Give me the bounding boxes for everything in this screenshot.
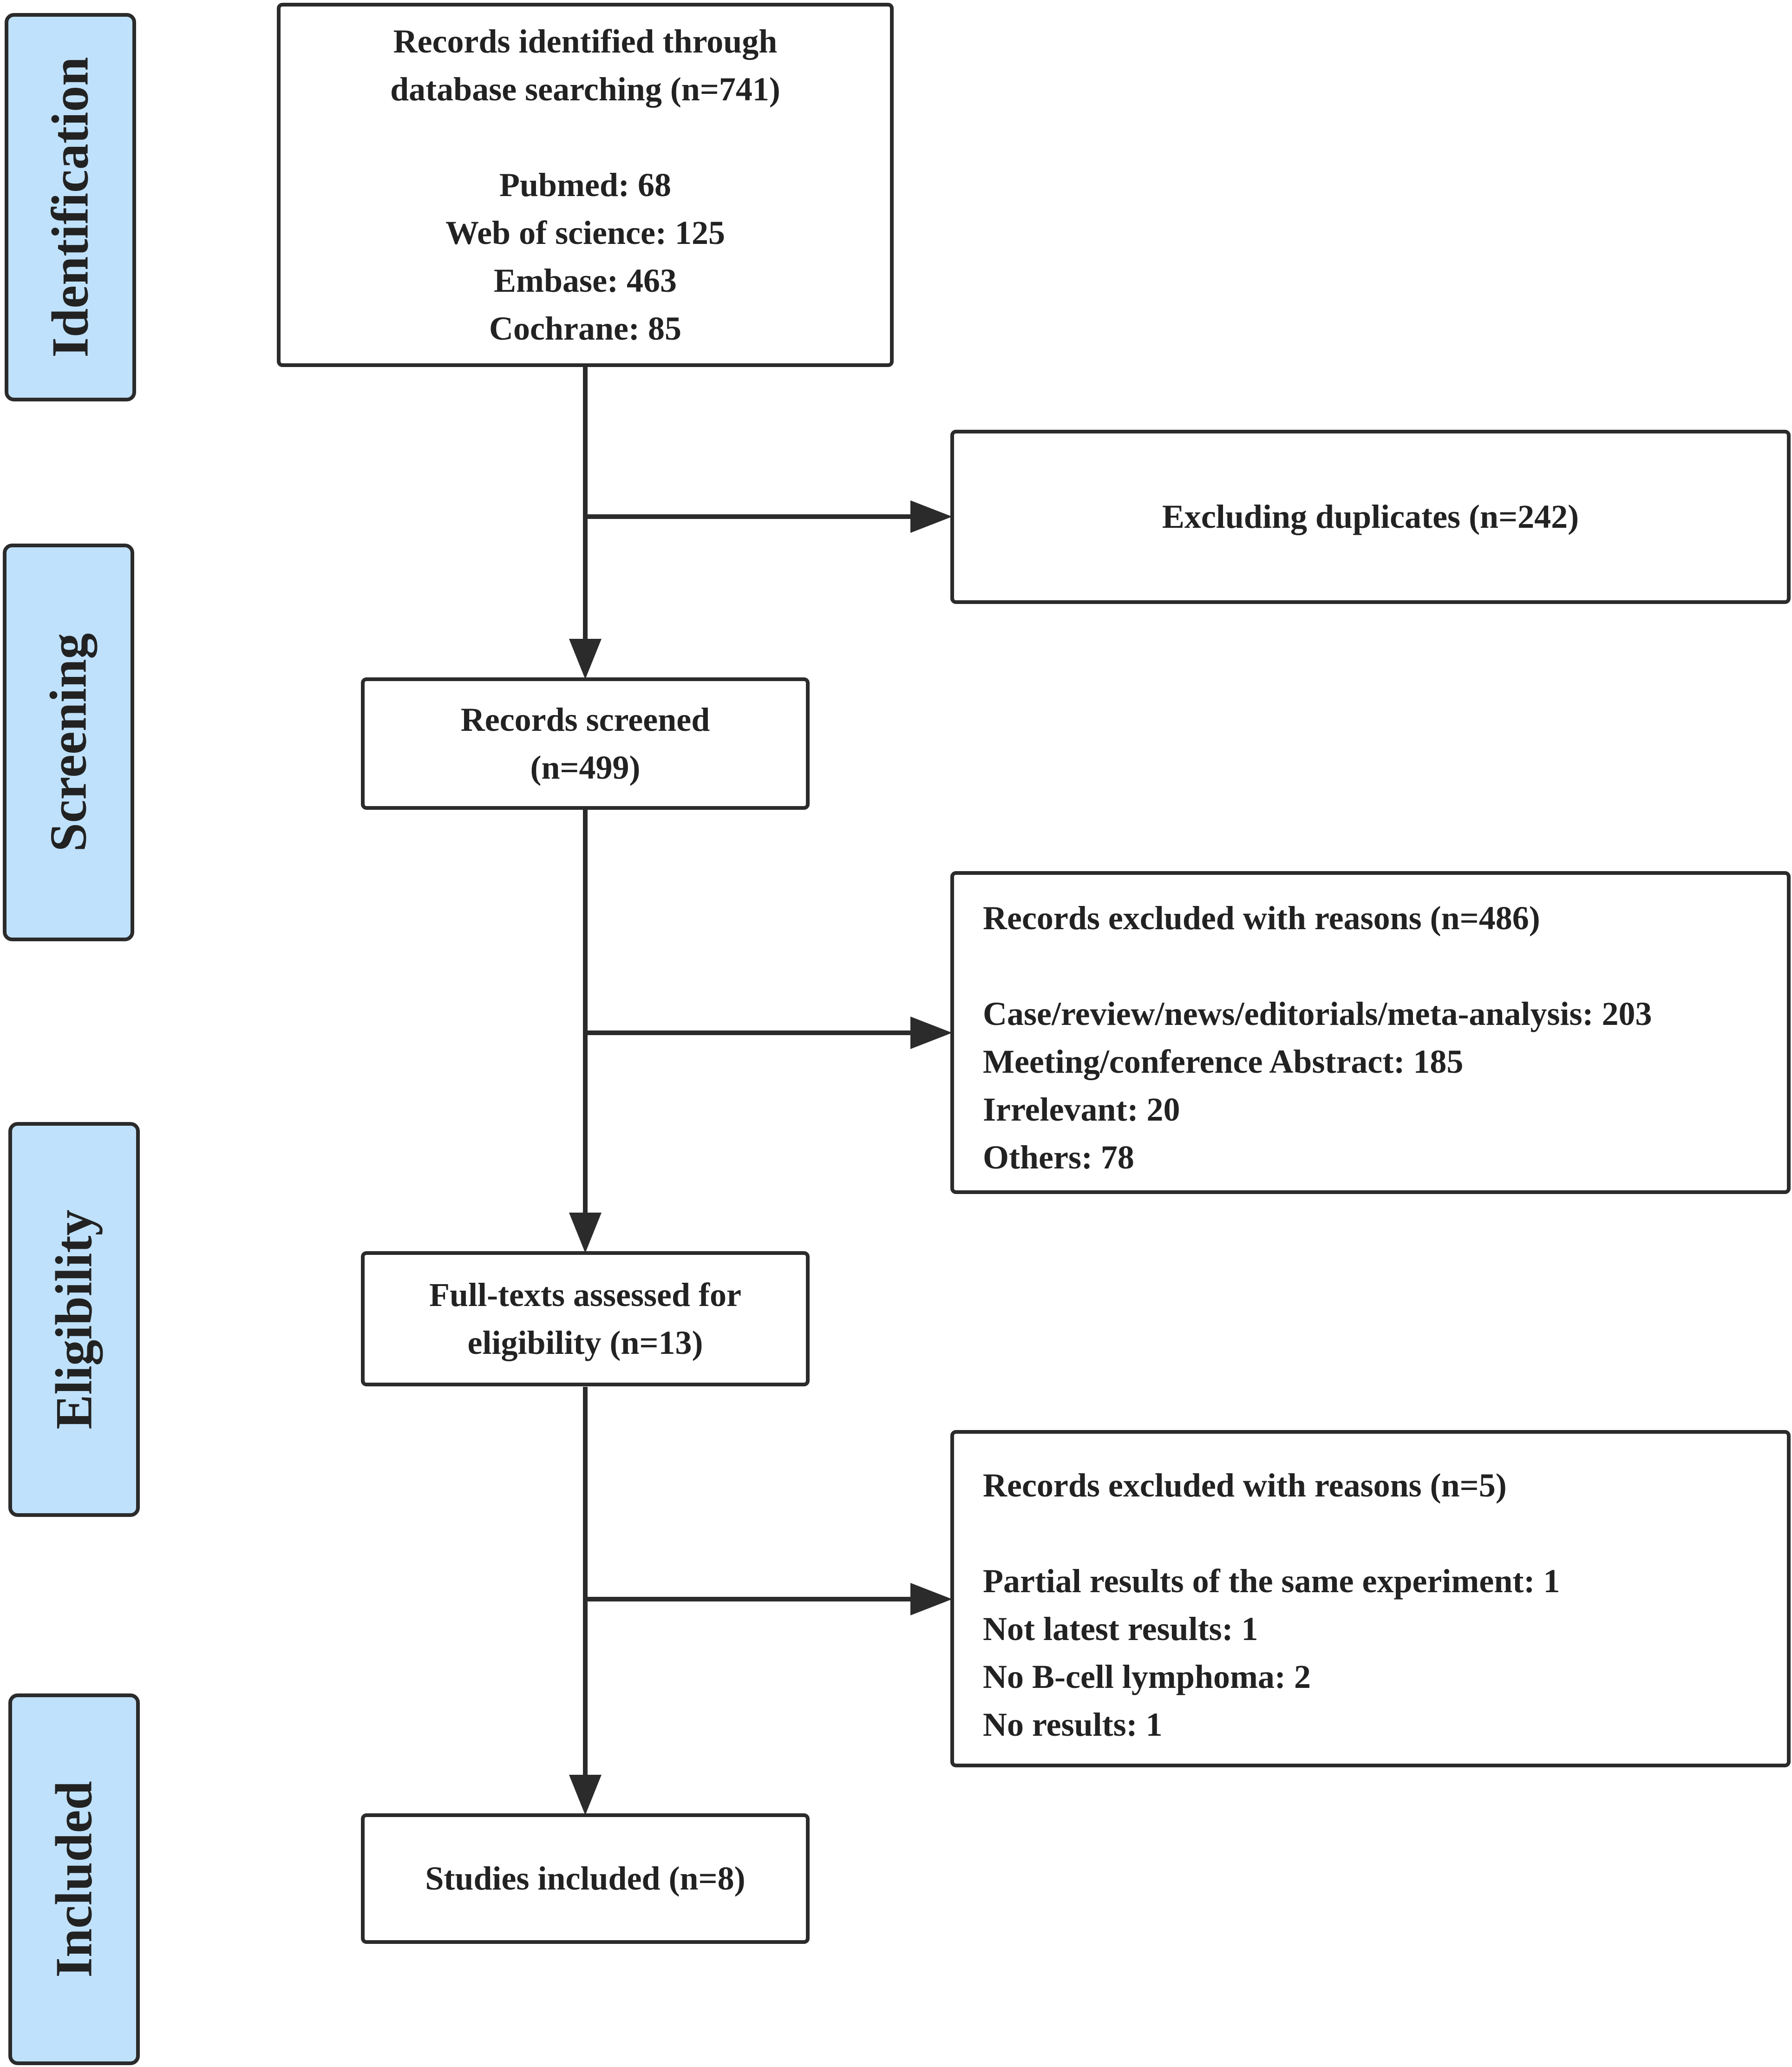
records-screened-line2: (n=499) xyxy=(530,748,641,786)
source-pubmed: Pubmed: 68 xyxy=(499,166,672,203)
stage-eligibility-label: Eligibility xyxy=(45,1209,103,1430)
fulltext-assessed-line2: eligibility (n=13) xyxy=(467,1324,703,1361)
arrowhead-to-fulltext xyxy=(569,1213,602,1253)
fulltext-assessed-box: Full-texts assessed for eligibility (n=1… xyxy=(361,1251,810,1386)
stage-included-tab: Included xyxy=(8,1693,140,2065)
excluded-screening-heading: Records excluded with reasons (n=486) xyxy=(983,899,1540,937)
records-screened-box: Records screened (n=499) xyxy=(361,677,810,810)
excluded-eligibility-reason: No results: 1 xyxy=(983,1706,1163,1743)
source-cochrane: Cochrane: 85 xyxy=(489,309,681,347)
studies-included-label: Studies included (n=8) xyxy=(425,1860,746,1897)
stage-identification-label: Identification xyxy=(41,57,99,358)
records-excluded-eligibility-box: Records excluded with reasons (n=5) Part… xyxy=(950,1430,1791,1767)
records-identified-box: Records identified through database sear… xyxy=(277,3,894,367)
excluded-screening-reason: Case/review/news/editorials/meta-analysi… xyxy=(983,995,1652,1032)
stage-included-label: Included xyxy=(45,1781,103,1978)
records-screened-line1: Records screened xyxy=(460,701,710,738)
records-identified-heading-line2: database searching (n=741) xyxy=(390,70,780,108)
source-web-of-science: Web of science: 125 xyxy=(445,214,725,251)
excluding-duplicates-box: Excluding duplicates (n=242) xyxy=(950,430,1791,604)
source-embase: Embase: 463 xyxy=(494,262,677,299)
arrowhead-to-included xyxy=(569,1775,602,1815)
arrowhead-to-excluded-screening xyxy=(910,1017,952,1049)
arrowhead-to-duplicates xyxy=(910,500,952,533)
excluded-eligibility-heading: Records excluded with reasons (n=5) xyxy=(983,1467,1507,1504)
arrowhead-to-screened xyxy=(569,639,602,679)
excluded-eligibility-reason: No B-cell lymphoma: 2 xyxy=(983,1658,1311,1695)
excluded-eligibility-reason: Partial results of the same experiment: … xyxy=(983,1562,1560,1600)
stage-identification-tab: Identification xyxy=(5,13,136,401)
excluded-eligibility-reason: Not latest results: 1 xyxy=(983,1610,1258,1647)
records-identified-heading-line1: Records identified through xyxy=(393,22,778,60)
excluded-screening-reason: Irrelevant: 20 xyxy=(983,1091,1180,1128)
fulltext-assessed-line1: Full-texts assessed for xyxy=(429,1276,741,1313)
excluded-screening-reason: Others: 78 xyxy=(983,1139,1134,1176)
stage-screening-label: Screening xyxy=(39,633,97,852)
excluding-duplicates-label: Excluding duplicates (n=242) xyxy=(1162,498,1579,535)
stage-eligibility-tab: Eligibility xyxy=(8,1122,140,1517)
excluded-screening-reason: Meeting/conference Abstract: 185 xyxy=(983,1043,1464,1080)
stage-screening-tab: Screening xyxy=(3,544,134,941)
studies-included-box: Studies included (n=8) xyxy=(361,1813,810,1944)
records-excluded-screening-box: Records excluded with reasons (n=486) Ca… xyxy=(950,871,1791,1194)
arrowhead-to-excluded-eligibility xyxy=(910,1583,952,1615)
